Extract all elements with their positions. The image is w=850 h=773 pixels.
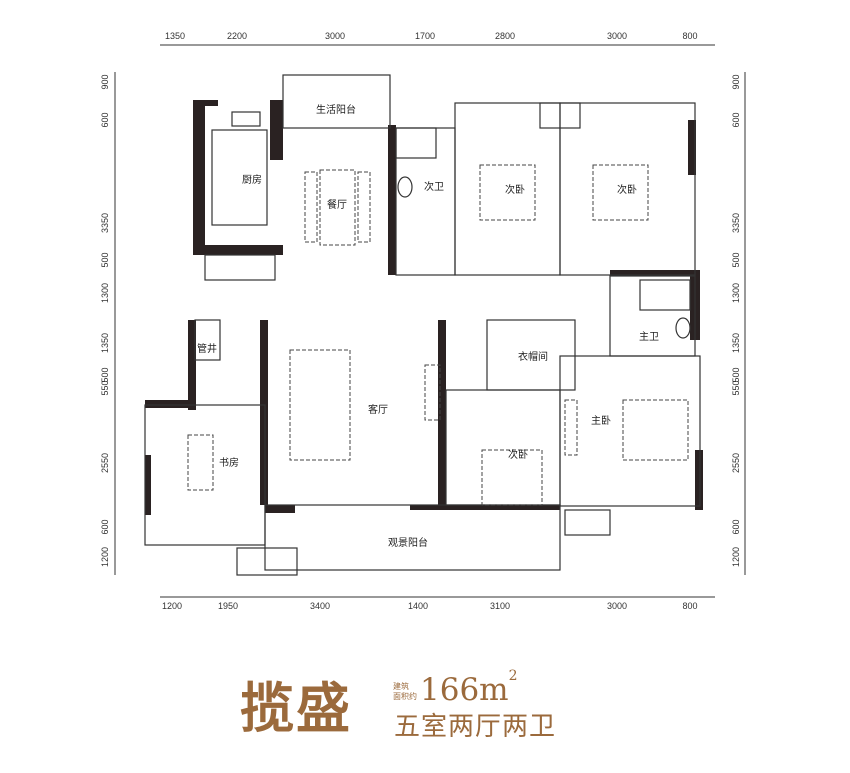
dim-right: 600 xyxy=(731,112,741,127)
project-name: 揽盛 xyxy=(240,676,352,740)
room-label-service-balcony: 生活阳台 xyxy=(316,103,356,116)
dim-bottom: 3000 xyxy=(607,601,627,611)
toilet xyxy=(675,317,691,339)
dim-left: 500 xyxy=(100,367,110,382)
dim-top: 3000 xyxy=(325,31,345,41)
dimension-labels-top: 1350 2200 3000 1700 2800 3000 800 xyxy=(165,31,698,41)
dim-top: 2200 xyxy=(227,31,247,41)
dim-right: 500 xyxy=(731,367,741,382)
dim-right: 1350 xyxy=(731,333,741,353)
room-label-closet: 衣帽间 xyxy=(518,350,548,363)
toilet xyxy=(397,176,413,198)
tv-cabinet xyxy=(424,364,441,421)
area-unit-sup: 2 xyxy=(508,668,518,684)
room-label-view-balcony: 观景阳台 xyxy=(388,536,428,549)
dim-left: 500 xyxy=(100,252,110,267)
bed xyxy=(592,164,649,221)
dining-table xyxy=(319,169,356,246)
dim-left: 900 xyxy=(100,74,110,89)
area-label-line1: 建筑 xyxy=(393,682,409,691)
dim-left: 550 xyxy=(100,380,110,395)
layout-description: 五室两厅两卫 xyxy=(394,712,557,742)
room-label-bedroom: 次卧 xyxy=(617,183,637,196)
dim-right: 1200 xyxy=(731,547,741,567)
room-label-dining: 餐厅 xyxy=(327,198,347,211)
dim-right: 3350 xyxy=(731,213,741,233)
room-label-pipe-shaft: 管井 xyxy=(197,342,217,355)
dim-left: 1350 xyxy=(100,333,110,353)
dim-bottom: 1950 xyxy=(218,601,238,611)
sofa-set xyxy=(289,349,351,461)
room-label-second-bath: 次卫 xyxy=(424,180,444,193)
room-label-bedroom: 次卧 xyxy=(505,183,525,196)
partition-lines xyxy=(144,74,701,576)
dim-right: 900 xyxy=(731,74,741,89)
dim-left: 1200 xyxy=(100,547,110,567)
room-label-kitchen: 厨房 xyxy=(242,173,262,186)
dim-right: 600 xyxy=(731,519,741,534)
area-value: 166m2 xyxy=(420,668,518,708)
furniture xyxy=(187,111,691,506)
room-label-bedroom: 次卧 xyxy=(508,448,528,461)
dim-left: 600 xyxy=(100,112,110,127)
desk xyxy=(187,434,214,491)
bed xyxy=(481,449,543,506)
dimension-lines xyxy=(114,44,746,598)
room-label-living: 客厅 xyxy=(368,403,388,416)
room-label-study: 书房 xyxy=(219,456,239,469)
dim-left: 3350 xyxy=(100,213,110,233)
bed xyxy=(479,164,536,221)
dim-left: 2550 xyxy=(100,453,110,473)
dim-left: 1300 xyxy=(100,283,110,303)
kitchen-counter xyxy=(211,129,268,226)
area-label: 建筑 面积约 xyxy=(393,682,419,702)
dim-top: 1700 xyxy=(415,31,435,41)
bed xyxy=(622,399,689,461)
dim-bottom: 1200 xyxy=(162,601,182,611)
room-label-master-bedroom: 主卧 xyxy=(591,414,611,427)
dim-top: 800 xyxy=(682,31,697,41)
dim-right: 2550 xyxy=(731,453,741,473)
dim-right: 1300 xyxy=(731,283,741,303)
dim-right: 500 xyxy=(731,252,741,267)
room-label-master-bath: 主卫 xyxy=(639,331,659,343)
dim-right: 550 xyxy=(731,380,741,395)
dim-bottom: 1400 xyxy=(408,601,428,611)
dim-bottom: 3100 xyxy=(490,601,510,611)
area-number: 166m xyxy=(420,672,509,708)
dimension-labels-bottom: 1200 1950 3400 1400 3100 3000 800 xyxy=(162,601,698,611)
area-label-line2: 面积约 xyxy=(393,692,417,701)
room-labels: 厨房 生活阳台 餐厅 次卫 次卧 次卧 主卫 衣帽间 主卧 次卧 客厅 书房 管… xyxy=(197,103,659,549)
dim-bottom: 800 xyxy=(682,601,697,611)
dim-top: 3000 xyxy=(607,31,627,41)
dim-top: 2800 xyxy=(495,31,515,41)
dim-left: 600 xyxy=(100,519,110,534)
dim-bottom: 3400 xyxy=(310,601,330,611)
dim-top: 1350 xyxy=(165,31,185,41)
walls xyxy=(145,100,703,515)
sink xyxy=(231,111,261,127)
